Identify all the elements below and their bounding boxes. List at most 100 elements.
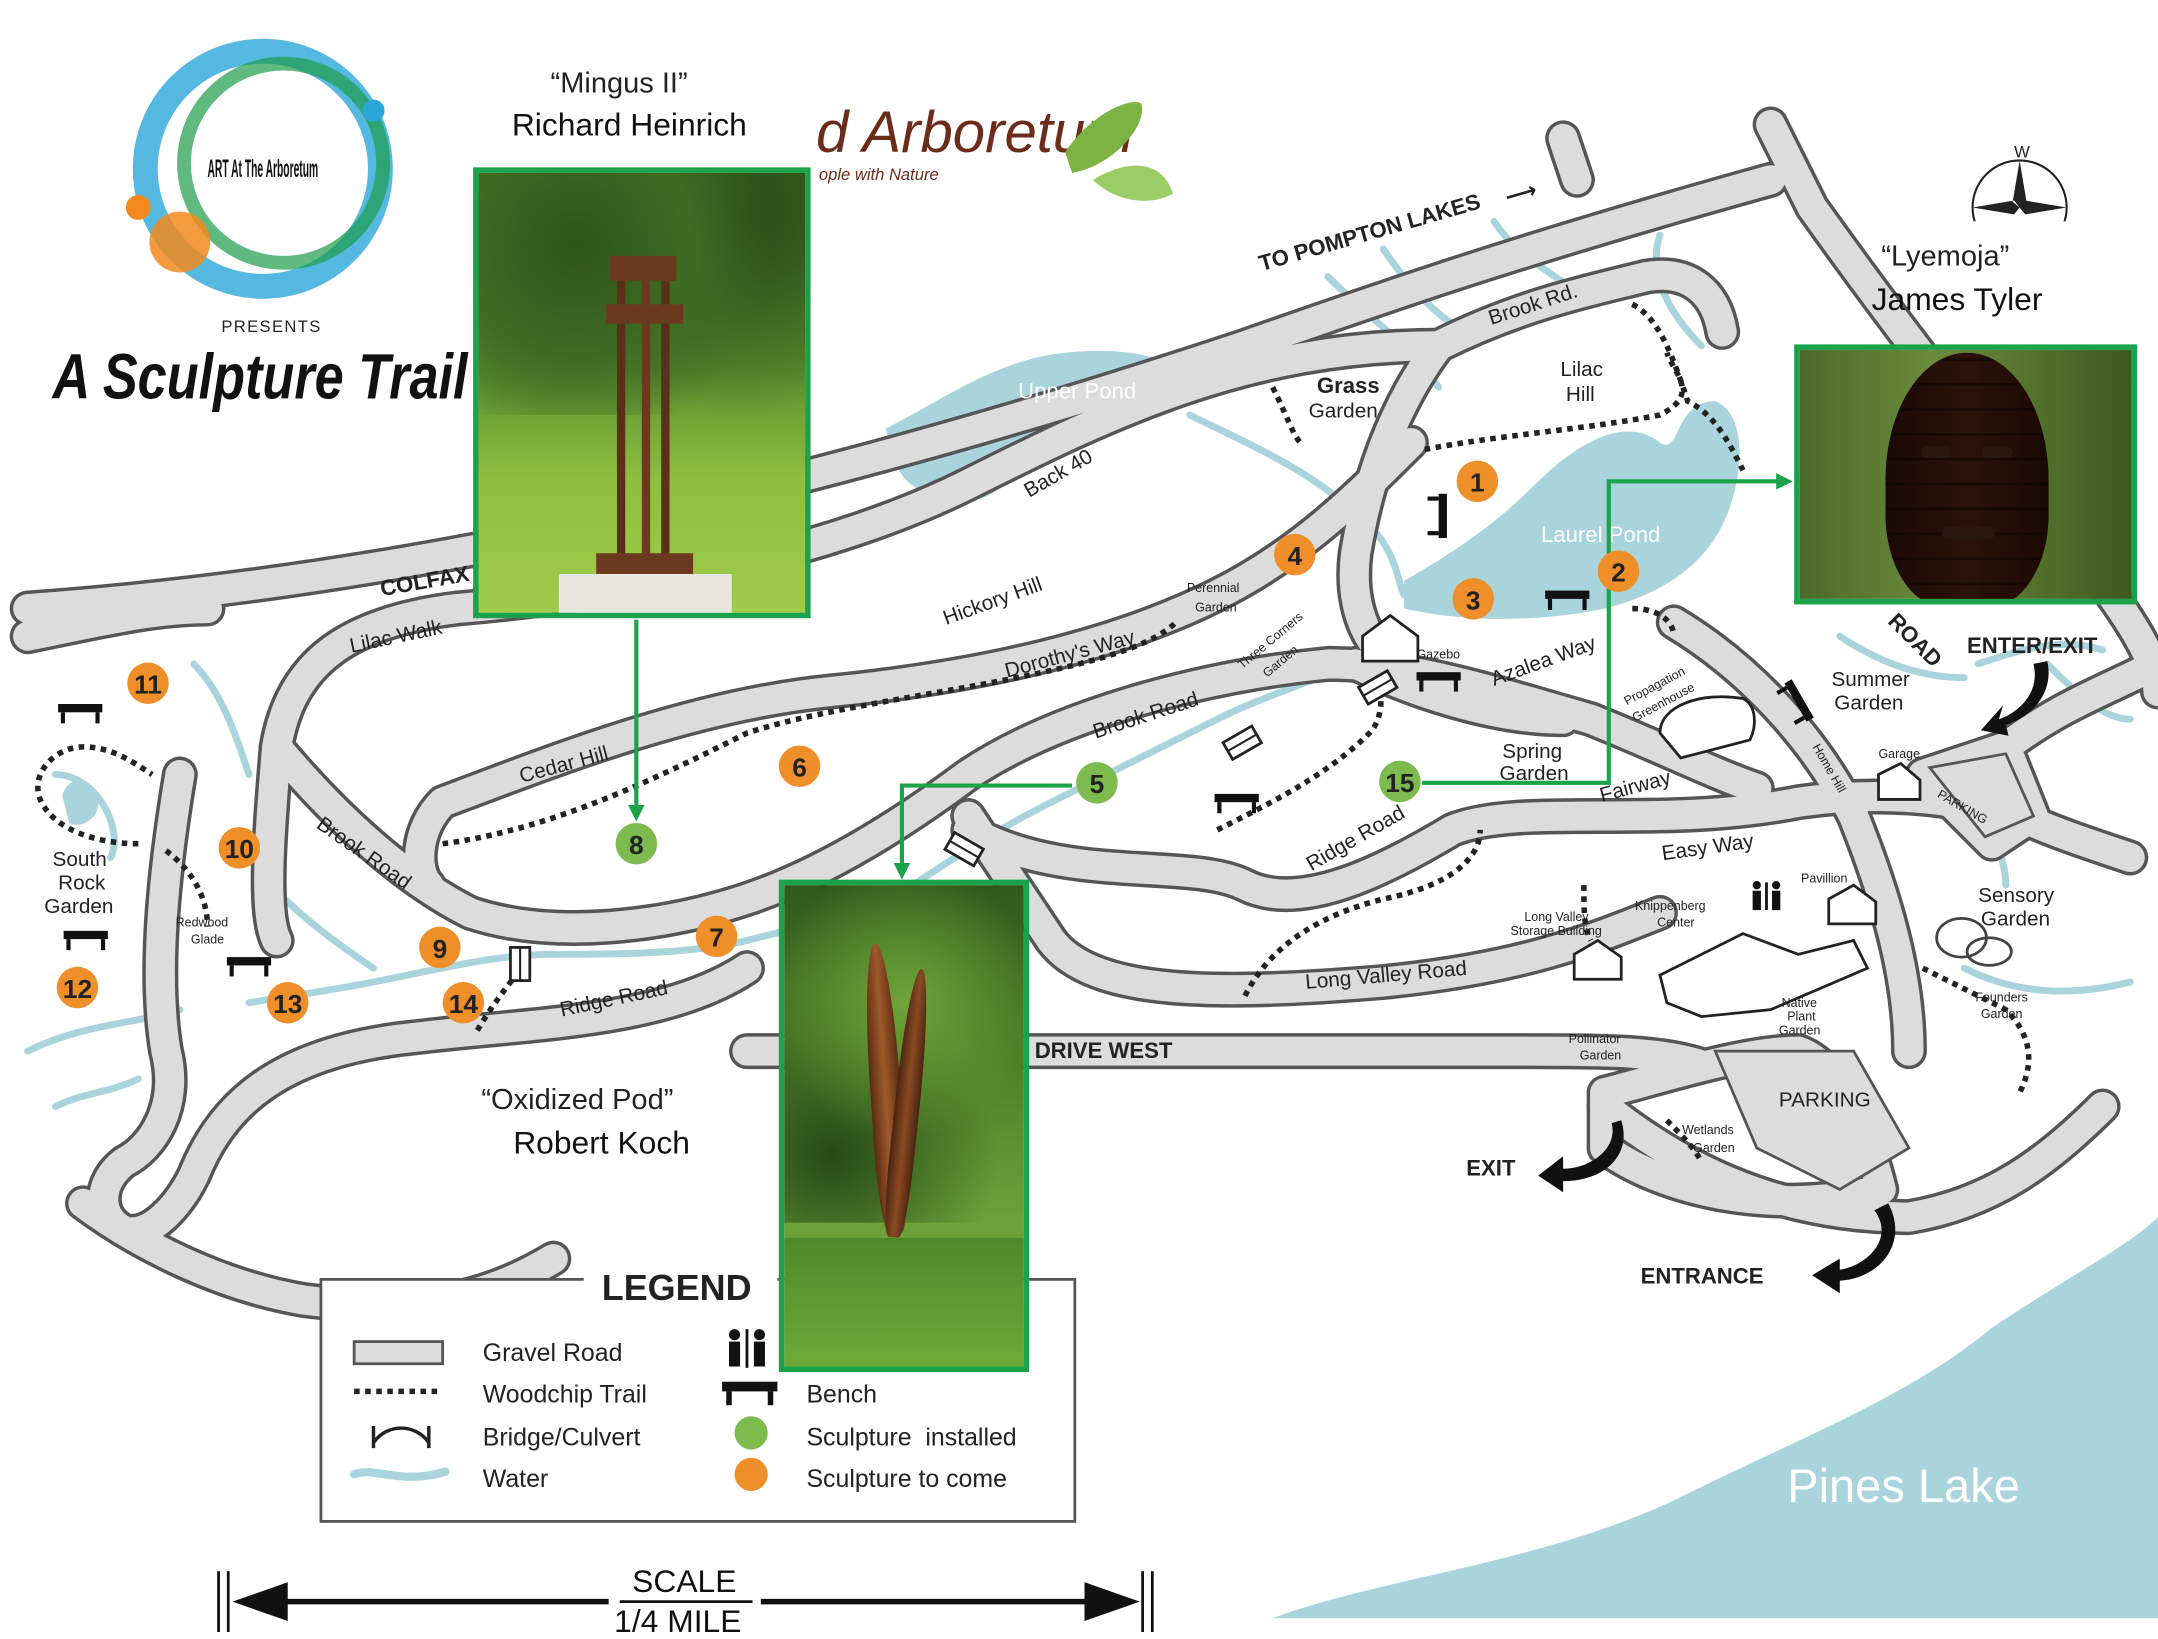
scale-value: 1/4 MILE (614, 1603, 741, 1632)
label-south-rock-3: Garden (44, 895, 113, 918)
legend-to-come: Sculpture to come (806, 1465, 1006, 1493)
label-founders-2: Garden (1981, 1007, 2023, 1021)
benches (58, 493, 1814, 977)
woodchip-trails (35, 301, 2032, 1164)
label-native-1: Native (1782, 996, 1817, 1010)
label-parking-bottom: PARKING (1779, 1088, 1871, 1111)
lyemoja-title: “Lyemoja” (1881, 241, 2009, 273)
sculpture-marker-15: 15 (1379, 760, 1421, 803)
label-south-rock-1: South (53, 848, 107, 871)
legend-water: Water (483, 1465, 548, 1493)
label-enter-exit: ENTER/EXIT (1967, 633, 2098, 658)
label-grass-garden-1: Grass (1317, 373, 1380, 398)
legend-gravel-road: Gravel Road (483, 1339, 623, 1367)
photo-lyemoja (1794, 344, 2138, 605)
legend: LEGEND Gravel Road Woodchip Trail Bridge… (319, 1261, 1077, 1523)
legend-title: LEGEND (602, 1267, 752, 1308)
label-laurel-pond: Laurel Pond (1541, 522, 1660, 547)
garage-building (1877, 761, 1922, 801)
bridge-icon (1356, 668, 1399, 706)
photo-oxidized-pod (778, 879, 1030, 1373)
knippenberg-building (1658, 932, 1870, 1018)
scale-label: SCALE (632, 1563, 736, 1599)
label-garage: Garage (1879, 747, 1921, 761)
gravel-road-swatch (352, 1340, 445, 1366)
bridge-icon (509, 946, 532, 983)
sensory-garden-icon (1935, 916, 2013, 967)
sculpture-marker-dot (1452, 578, 1494, 620)
label-summer-2: Garden (1834, 692, 1903, 715)
label-perennial-1: Perennial (1187, 581, 1240, 595)
label-perennial-2: Garden (1195, 600, 1237, 614)
compass-mask (1936, 221, 2131, 277)
photo-connectors (628, 473, 1793, 880)
pines-lake (1272, 1217, 2158, 1619)
label-lilac-hill-1: Lilac (1560, 358, 1603, 381)
lyemoja-artist: James Tyler (1872, 281, 2043, 317)
sculpture-marker-4: 4 (1274, 533, 1316, 576)
sculpture-marker-number: 14 (449, 989, 479, 1019)
sculpture-marker-dot (419, 926, 461, 969)
legend-bridge: Bridge/Culvert (483, 1423, 641, 1451)
label-native-2: Plant (1787, 1010, 1816, 1024)
sculpture-marker-number: 3 (1466, 585, 1481, 615)
enter-exit-arrow (1980, 661, 2049, 736)
sculpture-marker-number: 9 (433, 934, 448, 964)
bench-icon (1416, 672, 1461, 692)
parking-lot-top (1927, 752, 2036, 839)
restroom-icon (728, 1329, 765, 1368)
label-south-rock-2: Rock (58, 871, 106, 894)
logo-art-text: ART At The Arboretum (207, 155, 318, 183)
buildings (1361, 613, 1922, 1018)
storage-building (1572, 938, 1623, 981)
sculpture-marker-13: 13 (266, 982, 309, 1024)
sculpture-marker-dot (218, 827, 261, 869)
bench-icon (1427, 493, 1447, 539)
sculpture-marker-number: 7 (709, 923, 724, 953)
sculpture-to-come-dot (734, 1457, 768, 1491)
label-spring-2: Garden (1499, 762, 1568, 785)
sculpture-marker-number: 15 (1385, 768, 1414, 798)
roads-fill (13, 109, 2158, 1320)
label-wetlands-2: Garden (1693, 1141, 1735, 1155)
label-azalea-way: Azalea Way (1488, 631, 1600, 690)
bridge-icon (371, 1425, 431, 1449)
propagation-greenhouse-building (1658, 695, 1756, 760)
legend-bench: Bench (806, 1380, 877, 1408)
label-founders-1: Founders (1975, 990, 2028, 1004)
label-wetlands-1: Wetlands (1682, 1123, 1734, 1137)
bench-icon (226, 957, 272, 977)
label-storage-2: Storage Building (1511, 924, 1602, 938)
presents-label: PRESENTS (221, 317, 321, 336)
south-rock-pond (62, 779, 99, 825)
stream-west (24, 660, 377, 1110)
leaf-icon (1092, 165, 1174, 201)
sculpture-marker-dot (127, 662, 169, 704)
sculpture-marker-number: 11 (134, 670, 162, 700)
label-sensory-1: Sensory (1978, 884, 2055, 907)
bridge-icon (943, 830, 986, 868)
label-hickory-hill: Hickory Hill (940, 573, 1045, 630)
sculpture-marker-dot (778, 745, 821, 787)
sculpture-marker-14: 14 (442, 982, 485, 1024)
sculpture-marker-number: 12 (63, 974, 92, 1004)
sculpture-marker-9: 9 (419, 926, 461, 969)
sculpture-marker-dot (695, 915, 738, 958)
sculpture-marker-6: 6 (778, 745, 821, 787)
scale-right-arrow-icon (1084, 1582, 1140, 1621)
sculpture-marker-1: 1 (1456, 460, 1499, 503)
art-logo: ART At The Arboretum (125, 38, 393, 299)
sculpture-marker-dot (1379, 760, 1421, 803)
legend-installed: Sculpture installed (806, 1423, 1016, 1451)
bench-icon (1214, 793, 1259, 814)
legend-woodchip: Woodchip Trail (483, 1380, 647, 1408)
sculpture-marker-number: 2 (1611, 558, 1626, 588)
sculpture-marker-number: 13 (273, 989, 302, 1019)
label-upper-pond: Upper Pond (1018, 378, 1136, 403)
pompton-arrow-icon: ⟶ (1502, 177, 1539, 210)
gazebo-building (1361, 613, 1420, 663)
bridges (509, 668, 1399, 983)
label-knippenberg-1: Knippenberg (1635, 899, 1706, 913)
mingus-artist: Richard Heinrich (512, 107, 747, 143)
pavilion-building (1827, 883, 1878, 926)
